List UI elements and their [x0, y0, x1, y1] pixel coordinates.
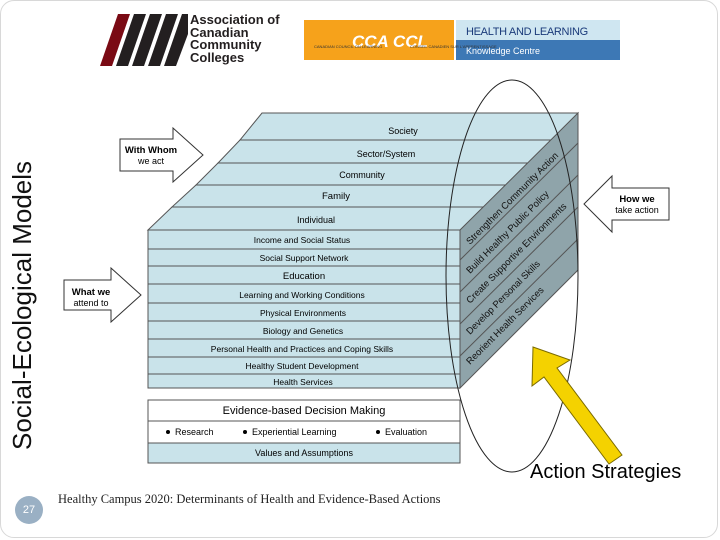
- layer-label: Individual: [297, 215, 335, 225]
- front-row-label: Social Support Network: [260, 253, 350, 263]
- ccl-sub-left: CANADIAN COUNCIL ON LEARNING: [314, 44, 383, 49]
- how-we-sub: take action: [615, 205, 659, 215]
- knowledge-centre-subtitle: Knowledge Centre: [466, 46, 541, 56]
- what-we-arrow-icon: [63, 266, 142, 324]
- front-row-label: Healthy Student Development: [246, 361, 360, 371]
- what-we-sub: attend to: [73, 298, 109, 308]
- strategies-ellipse: [445, 79, 579, 473]
- evidence-bullet: Evaluation: [385, 427, 427, 437]
- ccl-logo-bar: [304, 20, 620, 60]
- layer-label: Society: [388, 126, 418, 136]
- accc-logo-mark: [100, 14, 188, 66]
- front-face: Income and Social Status Social Support …: [147, 229, 461, 389]
- ccl-brand: CCA CCL: [352, 32, 428, 51]
- front-row-label: Education: [283, 271, 325, 282]
- front-row-label: Personal Health and Practices and Coping…: [211, 344, 393, 354]
- action-strategies-label: Action Strategies: [530, 461, 682, 483]
- accc-line: Association of: [190, 12, 280, 27]
- how-we-title: How we: [619, 194, 655, 205]
- accc-line: Canadian: [190, 24, 249, 40]
- front-row-label: Income and Social Status: [254, 235, 350, 245]
- layer-label: Family: [322, 191, 350, 202]
- evidence-box: Evidence-based Decision Making Research …: [147, 399, 461, 464]
- front-row-label: Biology and Genetics: [263, 326, 343, 336]
- evidence-bullet: Research: [175, 427, 214, 437]
- evidence-title: Evidence-based Decision Making: [223, 405, 386, 417]
- page-number-badge: 27: [15, 496, 43, 524]
- with-whom-title: With Whom: [124, 145, 178, 156]
- what-we-label: What we attend to: [64, 287, 118, 309]
- knowledge-centre-title: HEALTH AND LEARNING: [466, 26, 588, 38]
- action-arrow-icon: [531, 346, 623, 465]
- bullet-icon: [376, 430, 380, 434]
- accc-logo-text: Association of Canadian Community Colleg…: [190, 12, 280, 65]
- front-row-label: Learning and Working Conditions: [239, 290, 365, 300]
- what-we-title: What we: [71, 287, 111, 298]
- evidence-footer: Values and Assumptions: [255, 448, 353, 458]
- evidence-bullet: Experiential Learning: [252, 427, 337, 437]
- with-whom-sub: we act: [137, 156, 164, 166]
- bullet-icon: [243, 430, 247, 434]
- accc-line: Community: [190, 37, 262, 52]
- footer-text: Healthy Campus 2020: Determinants of Hea…: [58, 492, 441, 506]
- front-row-label: Health Services: [273, 377, 333, 387]
- ccl-sub-right: CONSEIL CANADIEN SUR L'APPRENTISSAGE: [410, 44, 497, 49]
- front-row-label: Physical Environments: [260, 308, 346, 318]
- layer-label: Community: [339, 170, 385, 180]
- bullet-icon: [166, 430, 170, 434]
- how-we-label: How we take action: [608, 194, 666, 216]
- with-whom-arrow-icon: [119, 126, 204, 184]
- how-we-arrow-icon: [583, 174, 670, 234]
- with-whom-label: With Whom we act: [122, 145, 180, 167]
- layer-label: Sector/System: [357, 149, 416, 159]
- side-face: Strengthen Community Action Build Health…: [459, 111, 579, 390]
- accc-line: Colleges: [190, 49, 245, 65]
